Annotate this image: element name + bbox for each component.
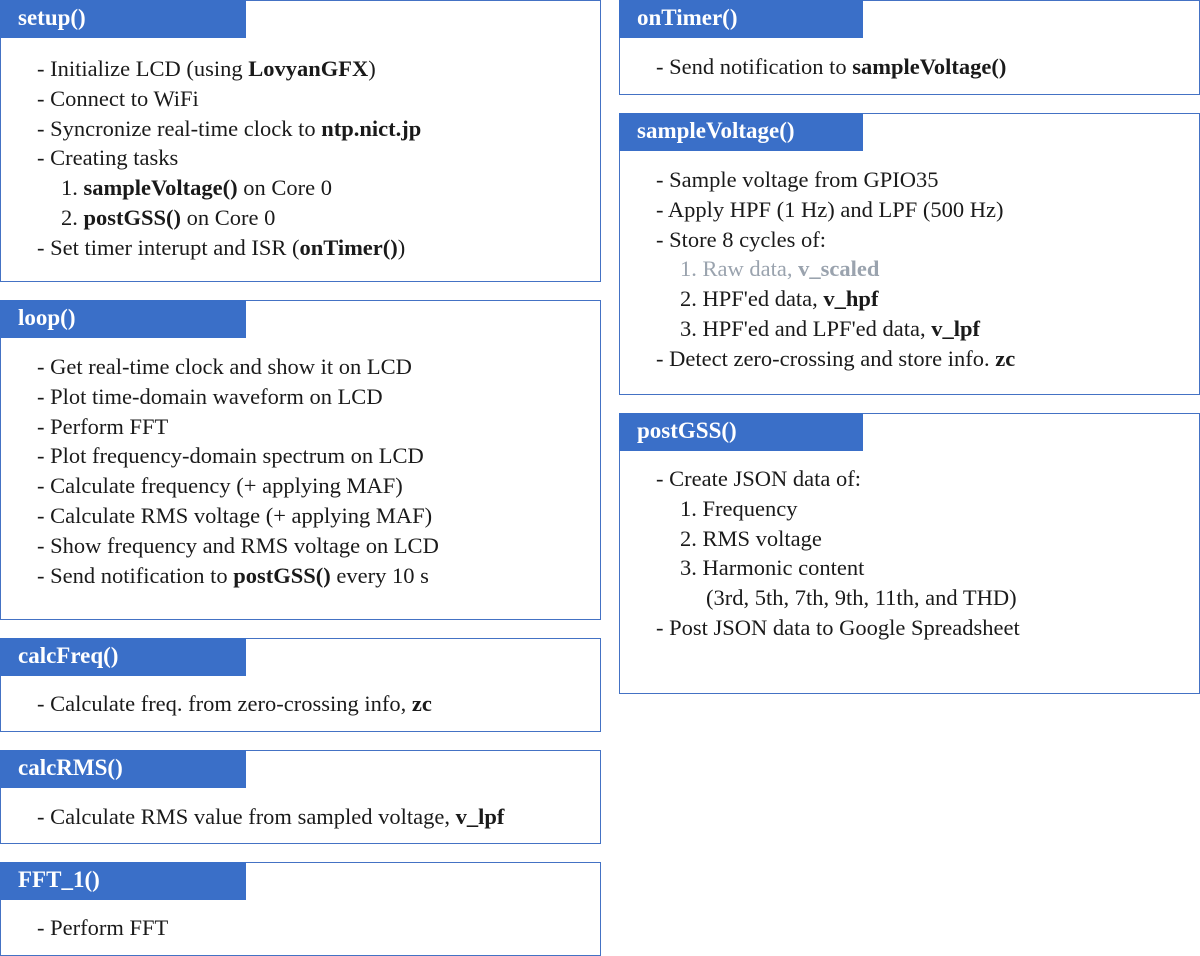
loop-line-1: - Get real-time clock and show it on LCD	[37, 354, 412, 379]
setup-panel: setup() - Initialize LCD (using LovyanGF…	[0, 0, 601, 282]
loop-line-3: - Perform FFT	[37, 413, 169, 439]
loop-line-8: - Send notification to postGSS() every 1…	[37, 562, 429, 588]
postgss-line-2: 1. Frequency	[680, 495, 798, 521]
setup-line-6: 2. postGSS() on Core 0	[61, 204, 276, 230]
loop-line-6: - Calculate RMS voltage (+ applying MAF)	[37, 502, 433, 528]
samplevoltage-line-2: - Apply HPF (1 Hz) and LPF (500 Hz)	[656, 196, 1004, 222]
setup-line-1: - Initialize LCD (using LovyanGFX)	[37, 56, 376, 81]
samplevoltage-panel: sampleVoltage() - Sample voltage from GP…	[619, 113, 1200, 395]
setup-line-3: - Syncronize real-time clock to ntp.nict…	[37, 115, 422, 141]
loop-line-7: - Show frequency and RMS voltage on LCD	[37, 532, 439, 558]
samplevoltage-line-1: - Sample voltage from GPIO35	[656, 167, 939, 192]
setup-line-7: - Set timer interupt and ISR (onTimer())	[37, 234, 406, 260]
setup-line-4: - Creating tasks	[37, 145, 179, 171]
loop-line-4: - Plot frequency-domain spectrum on LCD	[37, 443, 424, 469]
setup-line-2: - Connect to WiFi	[37, 85, 199, 111]
postgss-line-6: - Post JSON data to Google Spreadsheet	[656, 614, 1020, 640]
postgss-line-5: (3rd, 5th, 7th, 9th, 11th, and THD)	[706, 585, 1017, 611]
ontimer-panel: onTimer() - Send notification to sampleV…	[619, 0, 1200, 95]
postgss-panel: postGSS() - Create JSON data of: 1. Freq…	[619, 413, 1200, 694]
postgss-title: postGSS()	[619, 413, 863, 451]
loop-panel: loop() - Get real-time clock and show it…	[0, 300, 601, 620]
samplevoltage-line-3: - Store 8 cycles of:	[656, 226, 826, 252]
fft1-line-1: - Perform FFT	[37, 915, 169, 940]
samplevoltage-line-7: - Detect zero-crossing and store info. z…	[656, 345, 1016, 371]
calcfreq-line-1: - Calculate freq. from zero-crossing inf…	[37, 691, 432, 716]
ontimer-line-1: - Send notification to sampleVoltage()	[656, 54, 1007, 79]
setup-title: setup()	[0, 0, 246, 38]
ontimer-title: onTimer()	[619, 0, 863, 38]
loop-title: loop()	[0, 300, 246, 338]
samplevoltage-line-4: 1. Raw data, v_scaled	[680, 256, 880, 282]
calcfreq-panel: calcFreq() - Calculate freq. from zero-c…	[0, 638, 601, 732]
samplevoltage-line-6: 3. HPF'ed and LPF'ed data, v_lpf	[680, 315, 980, 341]
postgss-line-1: - Create JSON data of:	[656, 466, 861, 491]
loop-line-5: - Calculate frequency (+ applying MAF)	[37, 473, 403, 499]
postgss-line-3: 2. RMS voltage	[680, 525, 822, 551]
fft1-panel: FFT_1() - Perform FFT	[0, 862, 601, 956]
postgss-line-4: 3. Harmonic content	[680, 555, 865, 581]
samplevoltage-title: sampleVoltage()	[619, 113, 863, 151]
fft1-title: FFT_1()	[0, 862, 246, 900]
calcfreq-title: calcFreq()	[0, 638, 246, 676]
calcrms-panel: calcRMS() - Calculate RMS value from sam…	[0, 750, 601, 844]
samplevoltage-line-5: 2. HPF'ed data, v_hpf	[680, 286, 879, 312]
calcrms-title: calcRMS()	[0, 750, 246, 788]
calcrms-line-1: - Calculate RMS value from sampled volta…	[37, 804, 505, 829]
setup-line-5: 1. sampleVoltage() on Core 0	[61, 175, 333, 201]
loop-line-2: - Plot time-domain waveform on LCD	[37, 383, 383, 409]
